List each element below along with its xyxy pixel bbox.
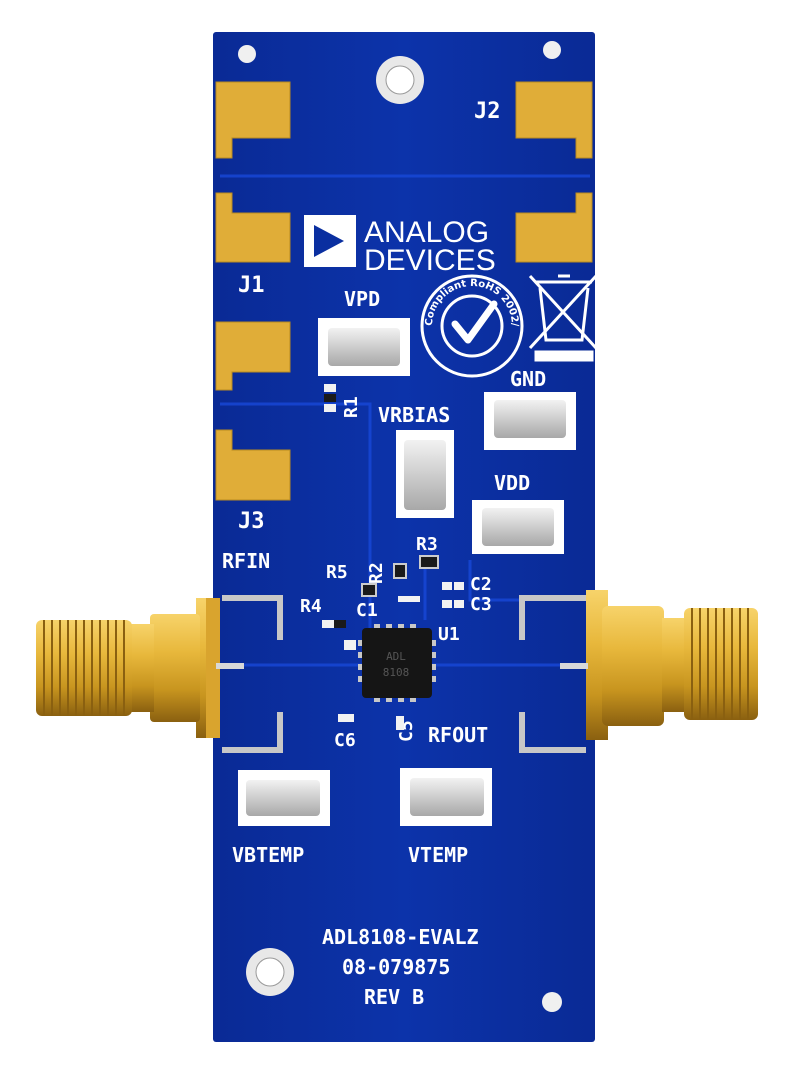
label-c2: C2 [470,574,492,595]
label-c6: C6 [334,730,356,751]
weee-bin-icon [528,274,598,362]
chip-marking-line2: 8108 [383,666,410,679]
mounting-holes [238,41,562,1012]
board-serial-number: 08-079875 [342,955,450,979]
capacitor-c5 [396,716,404,730]
board-part-number: ADL8108-EVALZ [322,925,479,949]
capacitor-c3 [442,600,452,608]
resistor-r4 [322,620,334,628]
label-vpd: VPD [344,287,380,311]
label-r2: R2 [366,562,387,584]
logo-line2: DEVICES [364,244,496,277]
smd-components [322,384,464,730]
board-revision: REV B [364,985,424,1009]
capacitor-c6 [338,714,354,722]
left-edge-connectors [215,81,291,501]
via-hole [543,41,561,59]
label-r1: R1 [341,396,362,418]
label-j3: J3 [238,509,265,534]
label-r4: R4 [300,596,322,617]
label-u1: U1 [438,624,460,645]
label-rfin: RFIN [222,549,270,573]
resistor-r1 [324,384,336,392]
logo-line1: ANALOG [364,216,489,249]
chip-marking-line1: ADL [386,650,406,663]
via-hole [238,45,256,63]
label-vtemp: VTEMP [408,843,468,867]
test-pads [238,318,576,826]
resistor-r2 [393,563,407,579]
label-vbtemp: VBTEMP [232,843,304,867]
rf-ground-pads [222,595,586,753]
label-j1: J1 [238,273,265,298]
label-rfout: RFOUT [428,723,488,747]
label-r5: R5 [326,562,348,583]
sma-connector-rfout [560,590,758,740]
resistor-r5 [361,583,377,597]
label-vrbias: VRBIAS [378,403,450,427]
capacitor-c2 [442,582,452,590]
analog-devices-logo: ANALOG DEVICES [304,215,496,277]
label-j2: J2 [474,99,501,124]
ic-u1: ADL 8108 [358,624,436,702]
label-c1: C1 [356,600,378,621]
right-edge-connectors [515,81,593,263]
capacitor-c1 [344,640,356,650]
resistor-r3 [419,555,439,569]
label-c3: C3 [470,594,492,615]
label-gnd: GND [510,367,546,391]
sma-connector-rfin [36,598,244,738]
label-r3: R3 [416,534,438,555]
via-hole [542,992,562,1012]
label-vdd: VDD [494,471,530,495]
